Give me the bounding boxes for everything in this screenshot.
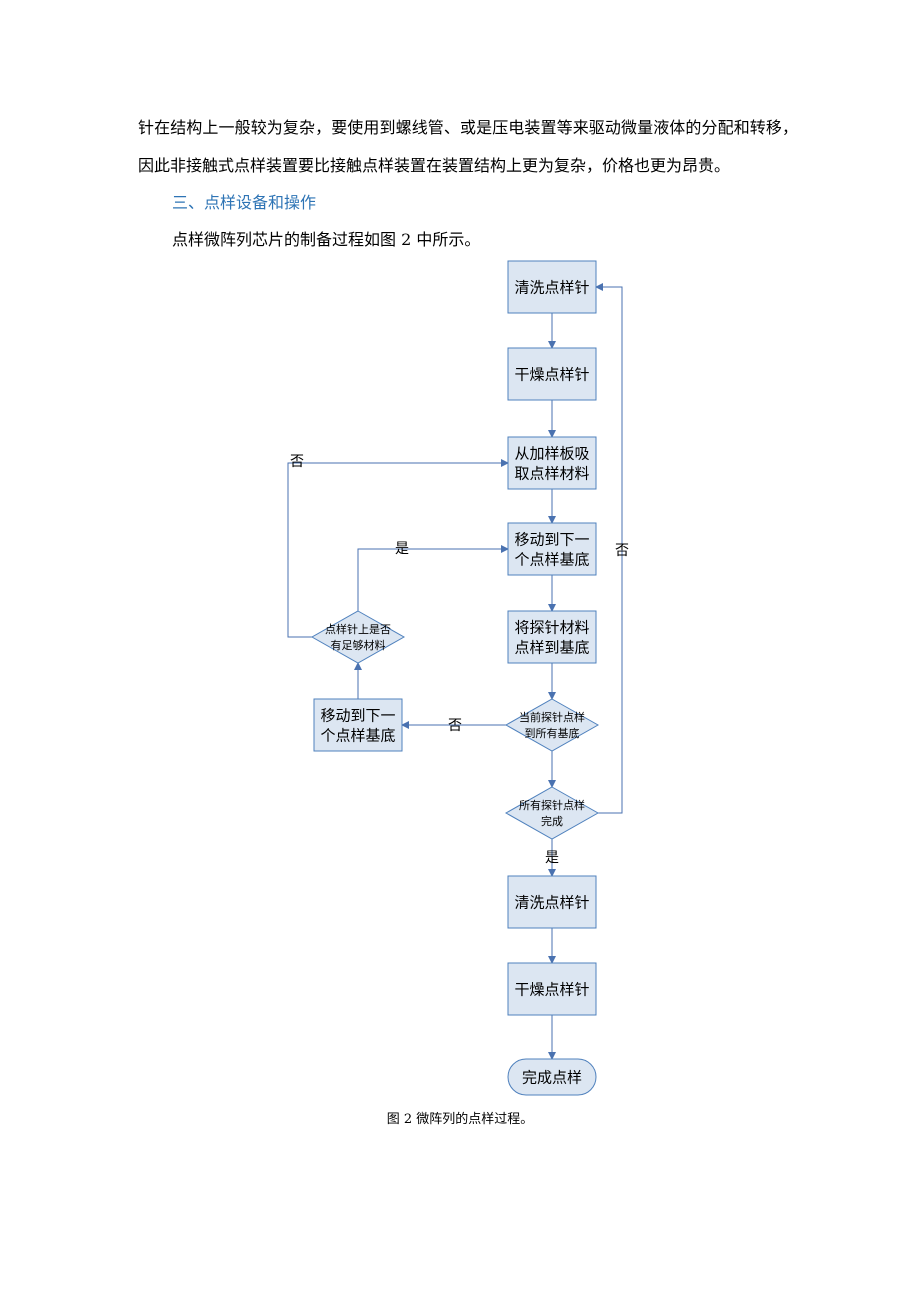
flow-node-dry-1: 干燥点样针 xyxy=(507,347,597,401)
paragraph-2: 因此非接触式点样装置要比接触点样装置在装置结构上更为复杂，价格也更为昂贵。 xyxy=(138,156,731,175)
edge-label-all-not-done: 否 xyxy=(615,543,629,559)
edge-label-not-enough: 否 xyxy=(290,454,304,470)
flow-node-label: 当前探针点样 xyxy=(519,710,585,724)
edge-label-current-not-done: 否 xyxy=(448,718,462,734)
flow-node-label: 从加样板吸 xyxy=(514,444,589,462)
flow-node-label: 个点样基底 xyxy=(514,550,589,568)
flow-node-label: 个点样基底 xyxy=(320,726,395,744)
flow-node-clean-1: 清洗点样针 xyxy=(507,260,597,314)
edge-enough-no-to-aspirate xyxy=(287,459,509,638)
flow-node-clean-2: 清洗点样针 xyxy=(507,875,597,929)
flow-node-label: 有足够材料 xyxy=(331,638,386,652)
paragraph-1: 针在结构上一般较为复杂，要使用到螺线管、或是压电装置等来驱动微量液体的分配和转移… xyxy=(138,118,799,137)
flow-node-label: 点样到基底 xyxy=(514,638,589,656)
flow-node-label: 移动到下一 xyxy=(514,530,589,548)
flow-node-label: 干燥点样针 xyxy=(514,980,589,998)
edge-enough-yes-to-move xyxy=(357,545,509,611)
flow-node-label: 移动到下一 xyxy=(320,706,395,724)
flow-node-label: 将探针材料 xyxy=(514,618,589,636)
flow-node-label: 干燥点样针 xyxy=(514,365,589,383)
flow-node-label: 到所有基底 xyxy=(525,726,580,740)
flow-node-dry-2: 干燥点样针 xyxy=(507,962,597,1016)
flow-node-label: 完成点样 xyxy=(522,1068,582,1086)
edge-all-no-to-clean xyxy=(595,283,623,814)
flow-node-label: 清洗点样针 xyxy=(514,278,589,296)
edge-label-all-done: 是 xyxy=(545,850,559,866)
flow-node-label: 点样针上是否 xyxy=(325,622,391,636)
figure-caption: 图 2 微阵列的点样过程。 xyxy=(386,1112,534,1127)
paragraph-3: 点样微阵列芯片的制备过程如图 2 中所示。 xyxy=(172,230,481,249)
flow-node-label: 取点样材料 xyxy=(514,464,589,482)
flow-node-label: 所有探针点样 xyxy=(519,798,585,812)
section-heading: 三、点样设备和操作 xyxy=(172,193,317,212)
edge-label-enough: 是 xyxy=(395,541,409,557)
flow-node-label: 清洗点样针 xyxy=(514,893,589,911)
flow-node-finish: 完成点样 xyxy=(507,1058,597,1096)
flow-node-label: 完成 xyxy=(541,814,563,828)
